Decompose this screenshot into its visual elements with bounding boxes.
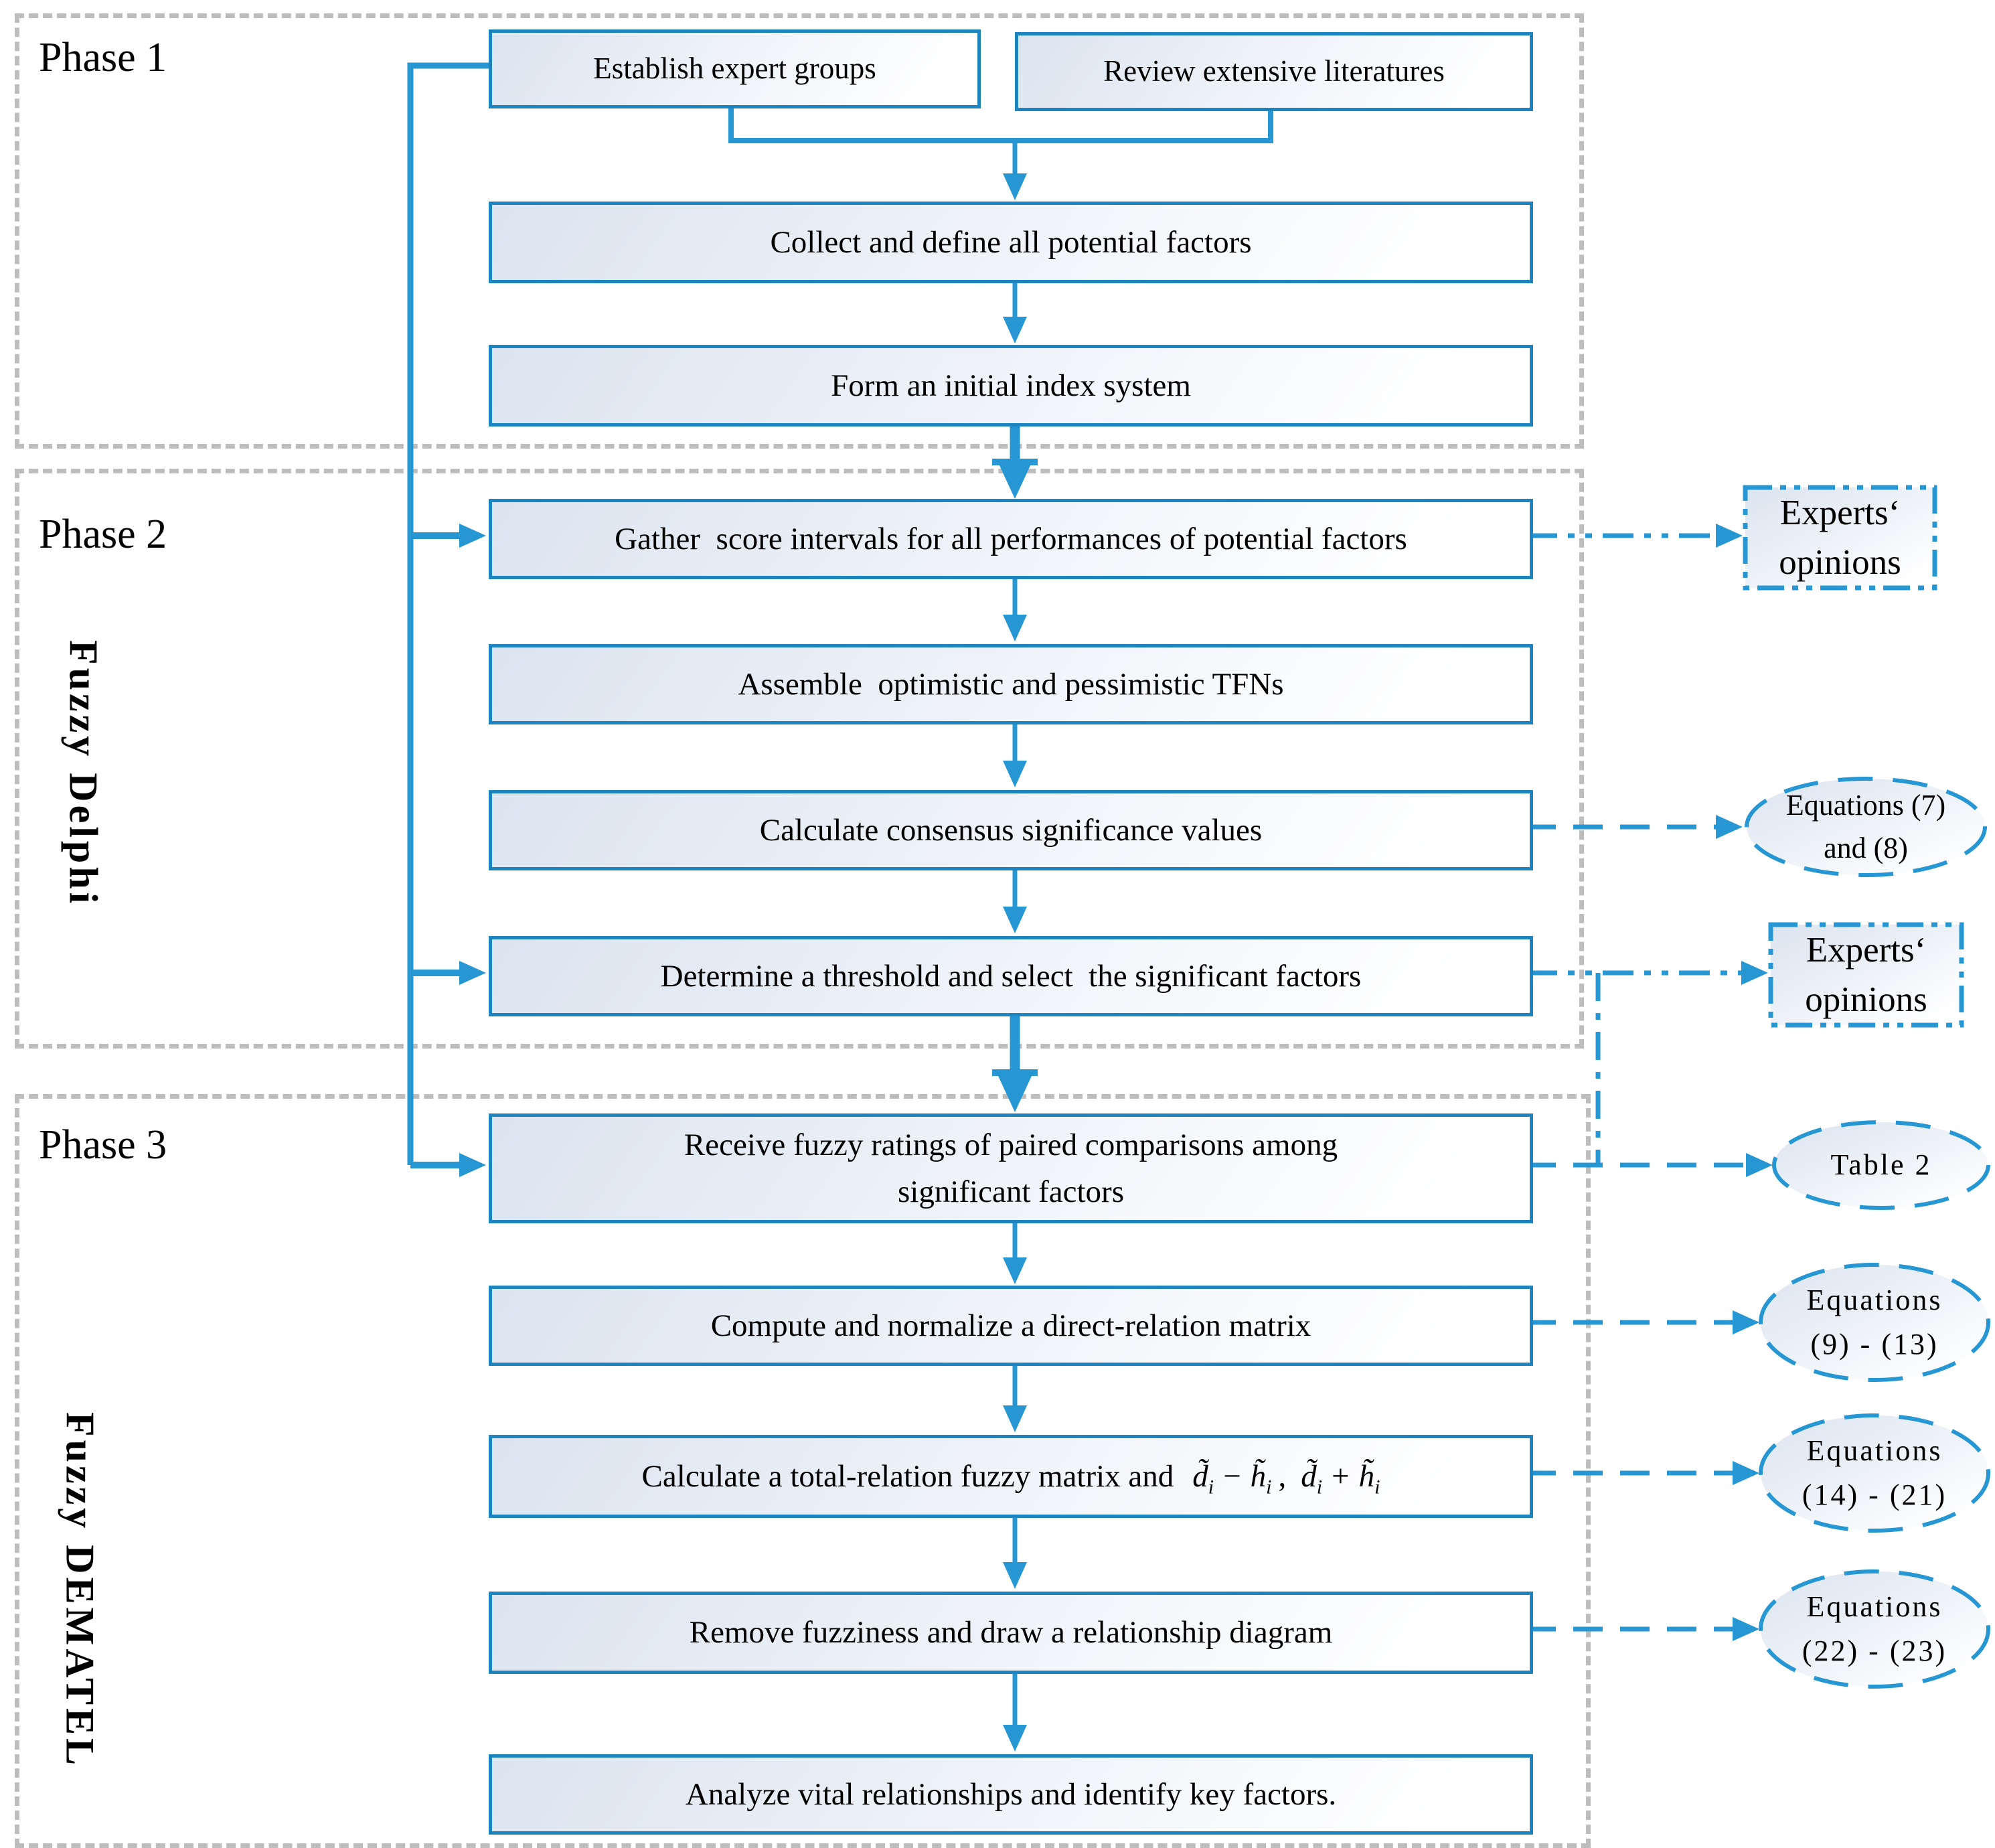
phase2-frame [15, 469, 1584, 1049]
equations-line1: Equations [1806, 1590, 1943, 1623]
equations-line2: and (8) [1824, 832, 1908, 864]
table-2-label: Table 2 [1774, 1122, 1988, 1208]
table-2-ellipse [1772, 1120, 1990, 1210]
trunk-line [407, 62, 489, 1165]
table-2-text: Table 2 [1830, 1148, 1932, 1181]
equations-9-13-ellipse [1759, 1263, 1990, 1382]
equations-line1: Equations [1806, 1284, 1943, 1316]
flow-box-label: Calculate consensus significance values [759, 812, 1263, 848]
flow-box-label: Compute and normalize a direct-relation … [710, 1308, 1311, 1343]
experts-opinions-top-label: Experts‘ opinions [1745, 487, 1935, 588]
equations-22-23-label: Equations (22) - (23) [1761, 1571, 1988, 1687]
flow-box-label: Analyze vital relationships and identify… [685, 1776, 1337, 1812]
equations-9-13-label: Equations (9) - (13) [1761, 1265, 1988, 1380]
phase2-method-label: Fuzzy Delphi [61, 639, 106, 907]
equations-14-21-ellipse [1759, 1413, 1990, 1533]
equations-line1: Equations (7) [1785, 789, 1946, 822]
flow-box-gather-score-intervals: Gather score intervals for all performan… [489, 499, 1533, 579]
flow-box-label: Receive fuzzy ratings of paired comparis… [684, 1127, 1338, 1210]
flow-box-remove-fuzziness: Remove fuzziness and draw a relationship… [489, 1592, 1533, 1674]
experts-line1: Experts‘ [1806, 930, 1927, 970]
flow-box-label: Form an initial index system [831, 368, 1191, 403]
flow-box-consensus-values: Calculate consensus significance values [489, 790, 1533, 870]
equations-line1: Equations [1806, 1434, 1943, 1467]
phase2-label: Phase 2 [39, 512, 167, 557]
flow-box-label: Review extensive literatures [1103, 54, 1445, 88]
flow-box-determine-threshold: Determine a threshold and select the sig… [489, 936, 1533, 1016]
flow-box-label: Collect and define all potential factors [770, 224, 1252, 260]
phase3-label: Phase 3 [39, 1122, 167, 1168]
experts-line1: Experts‘ [1779, 493, 1901, 532]
merge-connector [728, 102, 1273, 143]
flow-box-assemble-tfns: Assemble optimistic and pessimistic TFNs [489, 644, 1533, 724]
flow-box-total-relation-matrix: Calculate a total-relation fuzzy matrix … [489, 1435, 1533, 1518]
flow-box-form-initial-index: Form an initial index system [489, 345, 1533, 427]
flow-box-label: Remove fuzziness and draw a relationship… [689, 1615, 1333, 1650]
flow-box-label: Assemble optimistic and pessimistic TFNs [738, 666, 1284, 702]
phase1-frame [15, 13, 1584, 449]
flow-box-label: Gather score intervals for all performan… [615, 521, 1407, 556]
flow-box-label: Calculate a total-relation fuzzy matrix … [641, 1458, 1174, 1494]
equations-14-21-label: Equations (14) - (21) [1761, 1415, 1988, 1531]
experts-opinions-top-box [1743, 485, 1937, 591]
flow-box-label: Determine a threshold and select the sig… [660, 958, 1362, 994]
equations-line2: (9) - (13) [1810, 1328, 1939, 1361]
experts-opinions-bottom-box [1768, 922, 1964, 1028]
experts-line2: opinions [1805, 980, 1927, 1019]
flow-box-establish-expert-groups: Establish expert groups [489, 29, 981, 108]
equations-line2: (22) - (23) [1802, 1634, 1947, 1667]
flow-box-analyze-key-factors: Analyze vital relationships and identify… [489, 1754, 1533, 1835]
phase1-label: Phase 1 [39, 35, 167, 80]
flow-box-review-literatures: Review extensive literatures [1015, 32, 1533, 111]
experts-opinions-bottom-label: Experts‘ opinions [1771, 925, 1962, 1025]
equations-7-8-ellipse [1745, 777, 1987, 877]
flow-box-label: Establish expert groups [593, 52, 876, 86]
flow-box-compute-normalize-matrix: Compute and normalize a direct-relation … [489, 1286, 1533, 1366]
flow-box-receive-fuzzy-ratings: Receive fuzzy ratings of paired comparis… [489, 1113, 1533, 1223]
equations-22-23-ellipse [1759, 1569, 1990, 1689]
formula-d-minus-h-d-plus-h: d̃i−h̃i,d̃i+h̃i [1192, 1458, 1380, 1498]
phase3-method-label: Fuzzy DEMATEL [58, 1411, 102, 1769]
flow-box-collect-define-factors: Collect and define all potential factors [489, 202, 1533, 283]
equations-line2: (14) - (21) [1802, 1478, 1947, 1511]
experts-line2: opinions [1779, 543, 1901, 582]
equations-7-8-label: Equations (7) and (8) [1747, 779, 1985, 875]
